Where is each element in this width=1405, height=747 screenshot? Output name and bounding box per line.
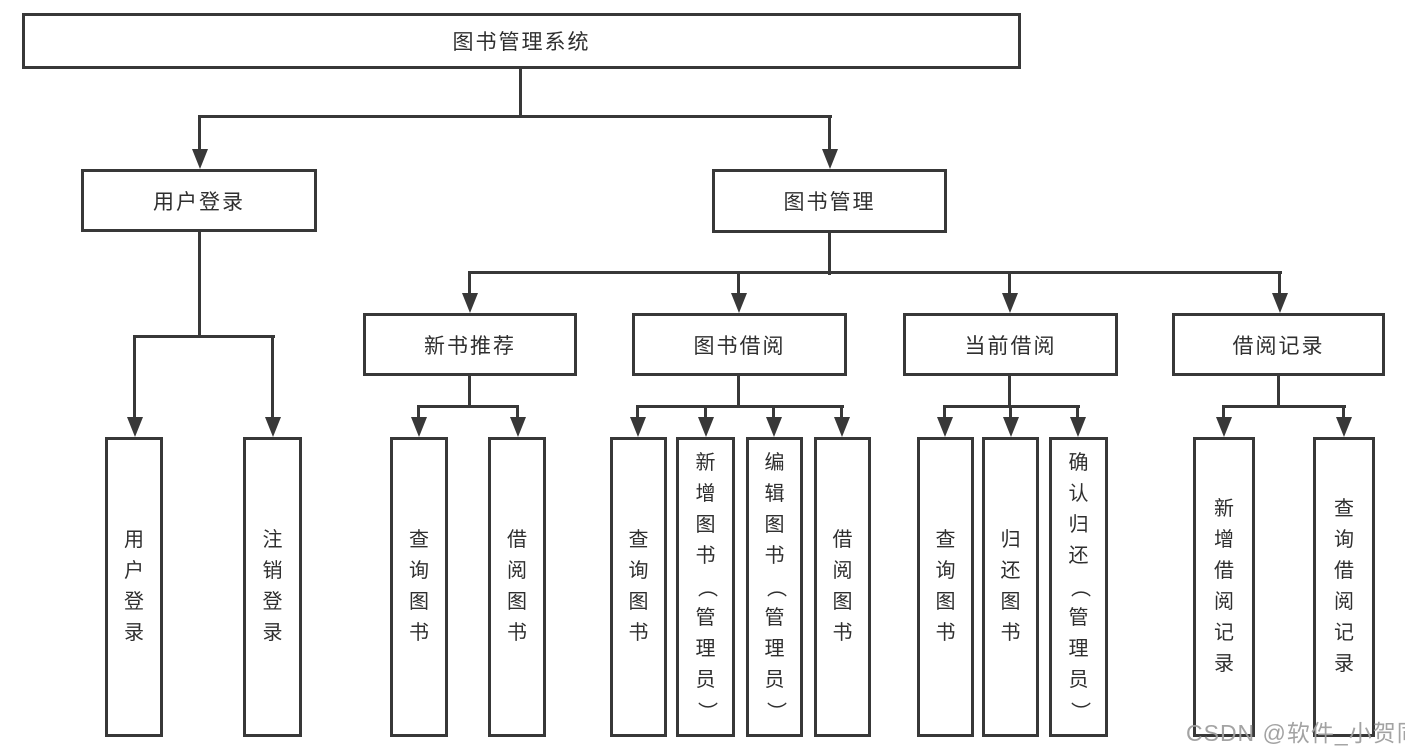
connector-current-borrow-stem	[1008, 376, 1011, 408]
arrowhead-book-borrow-icon	[731, 293, 747, 313]
arrowhead-leaf-icon	[1336, 417, 1352, 437]
arrowhead-borrow-records-icon	[1272, 293, 1288, 313]
node-leaf-query-books-3-label: 查询图书	[935, 529, 956, 644]
connector-leaf-stub	[1342, 405, 1345, 419]
arrowhead-book-management-icon	[822, 149, 838, 169]
node-leaf-add-borrow-record: 新增借阅记录	[1193, 437, 1255, 737]
node-leaf-query-books-2-label: 查询图书	[628, 529, 649, 644]
node-book-management: 图书管理	[712, 169, 947, 233]
arrowhead-leaf-icon	[630, 417, 646, 437]
node-leaf-borrow-books-1-label: 借阅图书	[507, 529, 527, 644]
node-leaf-return-books: 归还图书	[982, 437, 1039, 737]
node-current-borrow: 当前借阅	[903, 313, 1118, 376]
node-leaf-user-login-label: 用户登录	[124, 529, 144, 644]
connector-leaf-stub	[417, 405, 420, 419]
csdn-watermark: CSDN @软件_小贺同学	[1186, 720, 1405, 746]
node-leaf-query-books-1: 查询图书	[390, 437, 448, 737]
connector-to-logout-leaf	[271, 335, 274, 419]
arrowhead-login-leaf-icon	[127, 417, 143, 437]
connector-leaf-stub	[943, 405, 946, 419]
connector-leaf-stub	[516, 405, 519, 419]
node-leaf-edit-books-admin: 编辑图书（管理员）	[746, 437, 803, 737]
node-leaf-query-books-1-label: 查询图书	[409, 529, 429, 644]
connector-to-borrow-records	[1278, 271, 1281, 295]
arrowhead-leaf-icon	[1003, 417, 1019, 437]
connector-borrow-records-branch	[1222, 405, 1346, 408]
node-borrow-records-label: 借阅记录	[1232, 334, 1325, 358]
node-leaf-return-books-label: 归还图书	[1000, 529, 1021, 644]
node-leaf-edit-books-admin-label: 编辑图书（管理员）	[764, 451, 786, 722]
arrowhead-leaf-icon	[834, 417, 850, 437]
node-leaf-query-books-2: 查询图书	[610, 437, 667, 737]
node-leaf-confirm-return-admin-label: 确认归还（管理员）	[1068, 451, 1090, 722]
connector-book-borrow-stem	[737, 376, 740, 408]
node-book-management-label: 图书管理	[783, 191, 876, 214]
connector-leaf-stub	[772, 405, 775, 419]
arrowhead-leaf-icon	[510, 417, 526, 437]
arrowhead-user-login-icon	[192, 149, 208, 169]
node-leaf-confirm-return-admin: 确认归还（管理员）	[1049, 437, 1108, 737]
connector-to-new-book	[468, 271, 471, 295]
node-leaf-add-borrow-record-label: 新增借阅记录	[1214, 498, 1234, 675]
node-leaf-logout-label: 注销登录	[262, 529, 283, 644]
connector-to-login-leaf	[133, 335, 136, 419]
connector-book-management-stem	[828, 233, 831, 275]
connector-user-login-branch	[133, 335, 275, 338]
node-user-login: 用户登录	[81, 169, 317, 232]
connector-leaf-stub	[840, 405, 843, 419]
node-current-borrow-label: 当前借阅	[964, 334, 1057, 358]
node-root-label: 图书管理系统	[452, 31, 591, 54]
node-leaf-query-borrow-record-label: 查询借阅记录	[1334, 498, 1354, 675]
connector-new-book-stem	[468, 376, 471, 408]
node-leaf-user-login: 用户登录	[105, 437, 163, 737]
node-new-book-recommend-label: 新书推荐	[424, 334, 516, 358]
node-leaf-borrow-books-2-label: 借阅图书	[832, 529, 853, 644]
node-leaf-borrow-books-1: 借阅图书	[488, 437, 546, 737]
node-leaf-query-borrow-record: 查询借阅记录	[1313, 437, 1375, 737]
connector-leaf-stub	[636, 405, 639, 419]
arrowhead-current-borrow-icon	[1002, 293, 1018, 313]
connector-book-management-branch	[468, 271, 1282, 274]
node-new-book-recommend: 新书推荐	[363, 313, 577, 376]
connector-leaf-stub	[1009, 405, 1012, 419]
node-book-borrow-label: 图书借阅	[693, 334, 786, 358]
connector-user-login-stem	[198, 232, 201, 338]
connector-to-current-borrow	[1008, 271, 1011, 295]
arrowhead-leaf-icon	[1070, 417, 1086, 437]
connector-new-book-branch	[417, 405, 519, 408]
connector-to-user-login	[198, 115, 201, 151]
connector-root-branch	[198, 115, 832, 118]
node-leaf-logout: 注销登录	[243, 437, 302, 737]
connector-to-book-borrow	[737, 271, 740, 295]
node-leaf-borrow-books-2: 借阅图书	[814, 437, 871, 737]
arrowhead-leaf-icon	[411, 417, 427, 437]
node-leaf-add-books-admin: 新增图书（管理员）	[676, 437, 735, 737]
connector-to-book-management	[828, 115, 831, 151]
node-user-login-label: 用户登录	[153, 190, 245, 214]
arrowhead-logout-leaf-icon	[265, 417, 281, 437]
connector-leaf-stub	[704, 405, 707, 419]
node-leaf-query-books-3: 查询图书	[917, 437, 974, 737]
arrowhead-leaf-icon	[1216, 417, 1232, 437]
connector-leaf-stub	[1222, 405, 1225, 419]
connector-leaf-stub	[1076, 405, 1079, 419]
node-book-borrow: 图书借阅	[632, 313, 847, 376]
node-borrow-records: 借阅记录	[1172, 313, 1385, 376]
node-root: 图书管理系统	[22, 13, 1021, 69]
arrowhead-leaf-icon	[937, 417, 953, 437]
connector-borrow-records-stem	[1277, 376, 1280, 408]
connector-root-stem	[519, 69, 522, 117]
node-leaf-add-books-admin-label: 新增图书（管理员）	[695, 451, 717, 722]
connector-book-borrow-branch	[636, 405, 844, 408]
arrowhead-leaf-icon	[698, 417, 714, 437]
arrowhead-new-book-icon	[462, 293, 478, 313]
arrowhead-leaf-icon	[766, 417, 782, 437]
